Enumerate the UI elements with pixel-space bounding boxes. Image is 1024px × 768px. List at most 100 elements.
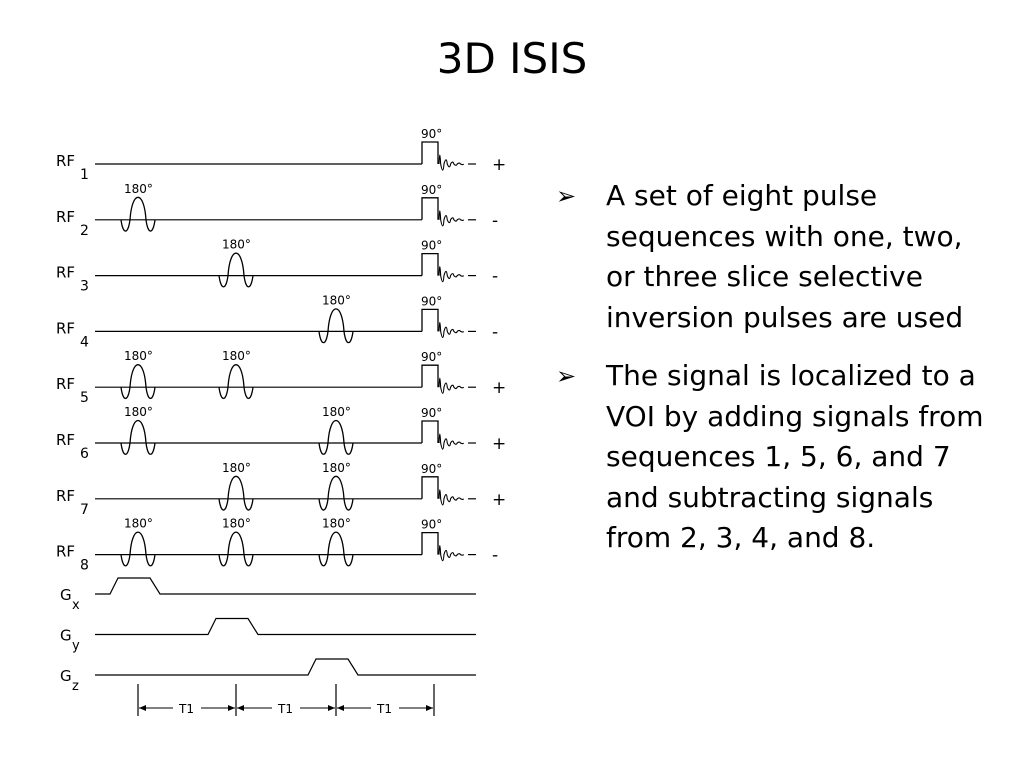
inversion-pulse	[120, 420, 156, 455]
timing-arrowhead	[426, 705, 433, 711]
inversion-pulse	[218, 531, 254, 567]
inversion-pulse-label: 180°	[322, 461, 351, 475]
bullet-item: ➢ A set of eight pulse sequences with one…	[556, 176, 996, 338]
inversion-pulse-label: 180°	[222, 517, 251, 531]
rf-row-7: RF 7 180° 180° 90° +	[56, 461, 506, 518]
gradient-row-z: Gz	[60, 658, 476, 694]
inversion-pulse-label: 180°	[124, 405, 153, 419]
gradient-label: G	[60, 627, 72, 645]
fid-signal	[438, 321, 465, 339]
timing-arrowhead	[337, 705, 344, 711]
excitation-pulse	[421, 476, 439, 499]
inversion-pulse-label: 180°	[322, 405, 351, 419]
excitation-pulse	[421, 141, 439, 164]
timing-arrowhead	[228, 705, 235, 711]
timing-label: T1	[376, 702, 392, 716]
fid-signal	[438, 210, 465, 227]
rf-row-index: 3	[80, 279, 89, 295]
excitation-pulse-label: 90°	[421, 183, 442, 197]
excitation-pulse	[421, 252, 439, 276]
inversion-pulse-label: 180°	[124, 182, 153, 196]
rf-row-index: 7	[80, 502, 89, 518]
inversion-pulse	[218, 252, 254, 288]
timing-axis: T1 T1 T1	[137, 684, 435, 716]
rf-row-index: 8	[80, 558, 89, 574]
inversion-pulse	[218, 364, 254, 400]
fid-signal	[438, 433, 465, 450]
fid-signal	[438, 545, 465, 562]
gradient-trapezoid	[95, 577, 476, 595]
row-sign: -	[492, 546, 498, 566]
excitation-pulse	[421, 308, 439, 332]
row-sign: -	[492, 211, 498, 231]
gradient-trapezoid	[95, 617, 476, 636]
rf-row-label: RF	[56, 152, 75, 170]
inversion-pulse-label: 180°	[322, 517, 351, 531]
fid-signal	[438, 489, 465, 506]
excitation-pulse-label: 90°	[421, 406, 442, 420]
inversion-pulse	[318, 475, 354, 511]
inversion-pulse-label: 180°	[124, 349, 153, 363]
bullet-arrow-icon: ➢	[556, 362, 577, 390]
gradient-row-y: Gy	[60, 617, 476, 654]
excitation-pulse-label: 90°	[421, 462, 442, 476]
inversion-pulse-label: 180°	[222, 461, 251, 475]
bullet-item: ➢ The signal is localized to a VOI by add…	[556, 356, 996, 559]
isis-pulse-sequence-diagram: RF190°+RF2180°90°-RF3180°90°-RF4180°90°-…	[56, 127, 506, 716]
gradient-row-x: Gx	[60, 577, 476, 613]
row-sign: +	[492, 155, 506, 175]
timing-label: T1	[277, 702, 293, 716]
excitation-pulse-label: 90°	[421, 239, 442, 253]
inversion-pulse-label: 180°	[124, 517, 153, 531]
excitation-pulse	[421, 197, 439, 220]
excitation-pulse	[421, 364, 439, 388]
row-sign: -	[492, 267, 498, 287]
fid-signal	[438, 377, 465, 394]
inversion-pulse	[120, 196, 156, 232]
rf-row-index: 5	[80, 390, 89, 406]
inversion-pulse	[218, 475, 254, 511]
rf-row-label: RF	[56, 487, 75, 505]
fid-signal	[438, 266, 465, 283]
rf-row-8: RF 8 180° 180° 180° 90° -	[56, 517, 498, 574]
timing-arrowhead	[328, 705, 335, 711]
excitation-pulse-label: 90°	[421, 127, 442, 141]
gradient-label: G	[60, 586, 72, 604]
rf-row-index: 1	[80, 167, 89, 183]
timing-label: T1	[178, 702, 194, 716]
rf-row-index: 4	[80, 334, 89, 350]
rf-row-label: RF	[56, 431, 75, 449]
excitation-pulse	[421, 420, 439, 443]
rf-row-label: RF	[56, 543, 75, 561]
rf-row-label: RF	[56, 319, 75, 337]
fid-signal	[438, 154, 465, 171]
gradient-axis: y	[72, 639, 80, 654]
inversion-pulse	[120, 364, 156, 400]
bullet-text: The signal is localized to a VOI by addi…	[606, 359, 984, 554]
excitation-pulse-label: 90°	[421, 518, 442, 532]
bullet-arrow-icon: ➢	[556, 182, 577, 210]
rf-row-1: RF 1 90° +	[56, 127, 506, 183]
gradient-trapezoid	[95, 658, 476, 676]
gradient-label: G	[60, 667, 72, 685]
row-sign: -	[492, 322, 498, 342]
slide-title: 3D ISIS	[436, 34, 588, 83]
row-sign: +	[492, 434, 506, 454]
row-sign: +	[492, 378, 506, 398]
rf-row-label: RF	[56, 375, 75, 393]
timing-arrowhead	[237, 705, 244, 711]
bullet-list: ➢ A set of eight pulse sequences with one…	[556, 176, 996, 577]
excitation-pulse	[421, 531, 439, 555]
gradient-axis: z	[72, 679, 79, 694]
inversion-pulse	[120, 531, 156, 567]
inversion-pulse	[318, 308, 354, 344]
bullet-text: A set of eight pulse sequences with one,…	[606, 179, 964, 334]
excitation-pulse-label: 90°	[421, 294, 442, 308]
row-sign: +	[492, 490, 506, 510]
gradient-axis: x	[72, 598, 80, 613]
